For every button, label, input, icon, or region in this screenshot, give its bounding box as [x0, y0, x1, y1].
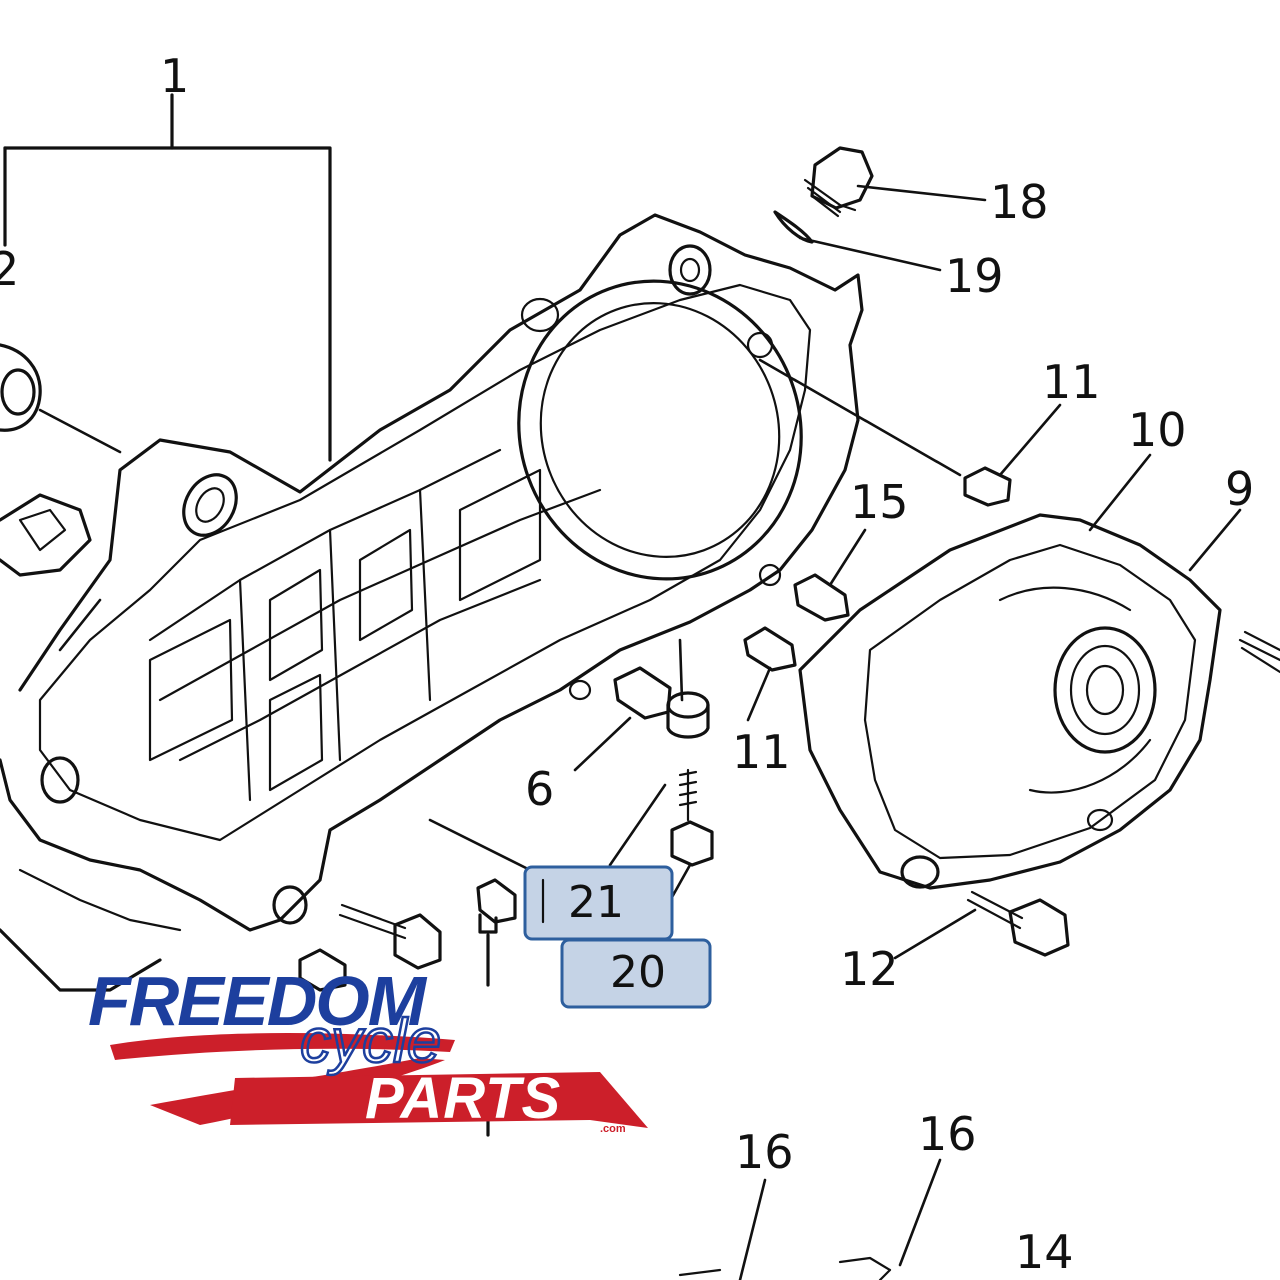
callout-2: 2 [0, 242, 19, 296]
part-number-21: 21 [568, 877, 624, 928]
part-number-20: 20 [610, 947, 666, 998]
highlight-part-20[interactable]: 20 [560, 938, 712, 1009]
dowel-pin-upper [758, 358, 1062, 507]
plug-part-6 [573, 666, 672, 772]
callout-1: 1 [160, 49, 189, 103]
callout-9: 9 [1225, 462, 1254, 516]
callout-15: 15 [850, 475, 909, 529]
elbow-fitting [476, 878, 517, 1137]
callout-12: 12 [840, 942, 899, 996]
logo-com: .com [600, 1123, 626, 1135]
crankcase-cover [0, 213, 864, 992]
callout-16-left: 16 [735, 1125, 794, 1179]
bottom-leaders [678, 1158, 942, 1280]
bolt-part-2 [0, 343, 122, 454]
dowel-pin-lower [743, 626, 797, 722]
assembly-bracket [3, 93, 332, 462]
highlight-part-21[interactable]: 21 [523, 865, 674, 941]
oil-filler-plug [803, 146, 987, 218]
o-ring [773, 210, 942, 272]
callout-14: 14 [1015, 1225, 1074, 1279]
logo-cycle: cycle [300, 1007, 441, 1076]
bolt-part-12 [893, 890, 1070, 960]
bolt-lower-left [298, 903, 442, 992]
logo-parts: PARTS [365, 1066, 561, 1131]
callout-11-upper: 11 [1042, 355, 1101, 409]
dowel-pin-15 [793, 528, 867, 622]
washer-part-21 [608, 691, 710, 867]
callout-16-right: 16 [918, 1107, 977, 1161]
logo-freedom: FREEDOM [88, 962, 428, 1040]
callout-18: 18 [990, 175, 1049, 229]
outer-cover [798, 453, 1242, 890]
stud-right [1238, 630, 1280, 674]
callout-10: 10 [1128, 403, 1187, 457]
brand-logo: FREEDOM cycle PARTS .com [88, 962, 648, 1135]
guide-lines [58, 598, 684, 872]
callout-19: 19 [945, 249, 1004, 303]
callout-11-lower: 11 [732, 725, 791, 779]
callout-6: 6 [525, 762, 554, 816]
